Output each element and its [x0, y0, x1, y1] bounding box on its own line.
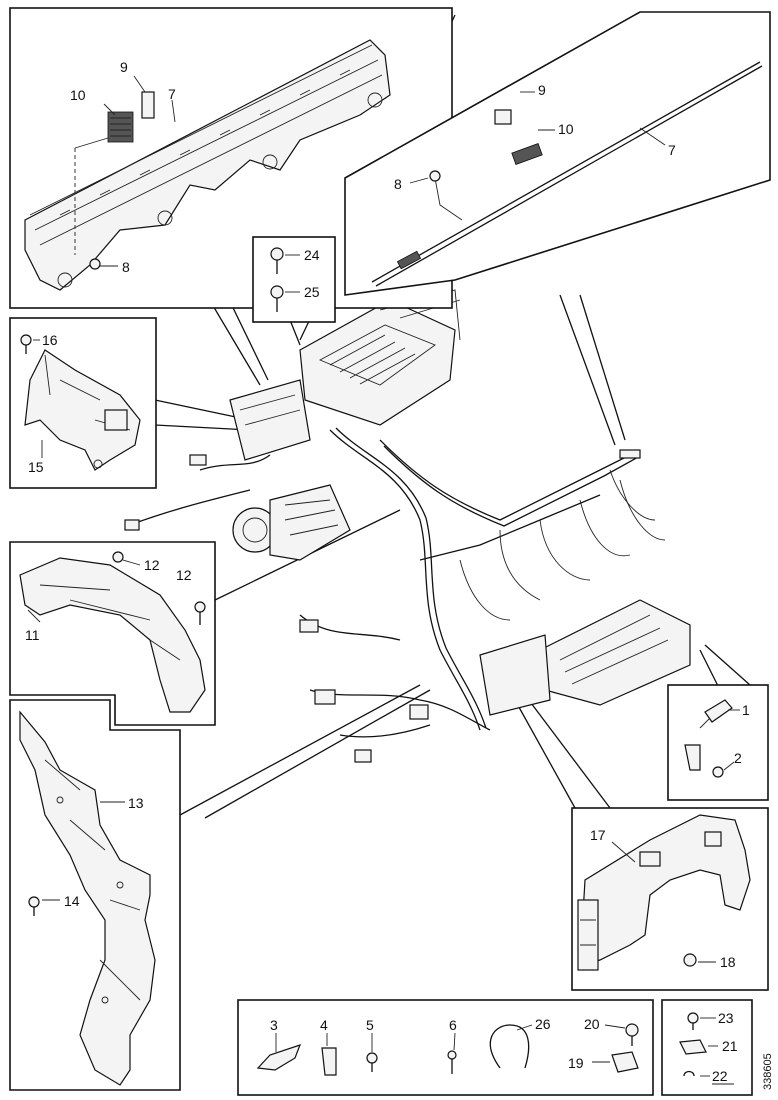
label-13: 13 — [128, 795, 144, 811]
label-17: 17 — [590, 827, 606, 843]
label-2: 2 — [734, 750, 742, 766]
label-7: 7 — [668, 142, 676, 158]
label-1: 1 — [742, 702, 750, 718]
label-11: 11 — [25, 627, 40, 643]
callout-box-bracket-17: 17 18 — [571, 807, 769, 991]
label-12: 12 — [176, 567, 192, 583]
label-6: 6 — [449, 1017, 457, 1033]
label-7: 7 — [168, 86, 176, 102]
label-23: 23 — [718, 1010, 734, 1026]
label-3: 3 — [270, 1017, 278, 1033]
label-10: 10 — [558, 121, 574, 137]
figure-code: 338605 — [762, 1053, 774, 1090]
callout-box-bracket-11: 12 12 11 — [9, 541, 216, 726]
label-22: 22 — [712, 1068, 728, 1084]
callout-box-clips-1-2: 1 2 — [667, 684, 769, 801]
main-harness-assembly — [124, 289, 691, 763]
label-24: 24 — [304, 247, 320, 263]
label-9: 9 — [120, 59, 128, 75]
label-14: 14 — [64, 893, 80, 909]
callout-box-small-parts: 23 21 22 — [661, 999, 753, 1096]
label-4: 4 — [320, 1017, 328, 1033]
label-15: 15 — [28, 459, 44, 475]
label-9: 9 — [538, 82, 546, 98]
label-12: 12 — [144, 557, 160, 573]
label-19: 19 — [568, 1055, 584, 1071]
label-16: 16 — [42, 332, 58, 348]
callout-box-rod: 9 10 7 8 — [344, 11, 771, 296]
label-21: 21 — [722, 1038, 738, 1054]
label-8: 8 — [394, 176, 402, 192]
callout-box-bracket-13: 13 14 — [9, 699, 181, 1091]
label-10: 10 — [70, 87, 86, 103]
label-5: 5 — [366, 1017, 374, 1033]
label-20: 20 — [584, 1016, 600, 1032]
label-25: 25 — [304, 284, 320, 300]
label-18: 18 — [720, 954, 736, 970]
label-26: 26 — [535, 1016, 551, 1032]
callout-box-bracket-15: 16 15 — [9, 317, 157, 489]
callout-box-bolts: 24 25 — [252, 236, 336, 323]
label-8: 8 — [122, 259, 130, 275]
callout-box-fasteners: 3 4 5 6 26 20 19 — [237, 999, 654, 1096]
